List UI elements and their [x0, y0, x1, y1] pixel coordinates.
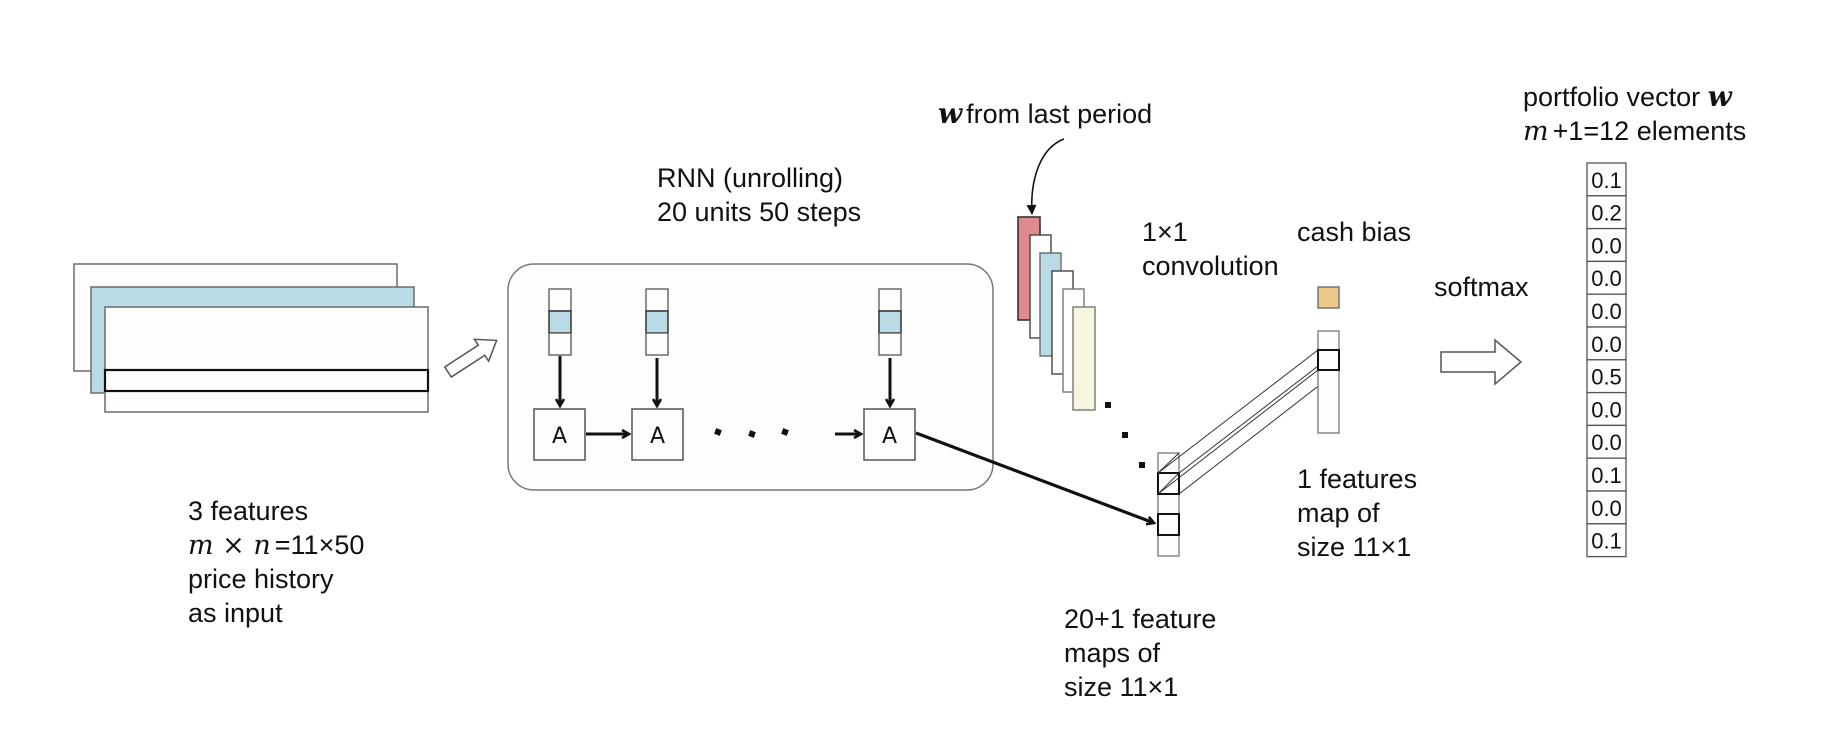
portfolio-weight-value: 0.0: [1591, 430, 1622, 455]
portfolio-weight-value: 0.0: [1591, 233, 1622, 258]
portfolio-weight-value: 0.0: [1591, 299, 1622, 324]
portfolio-weight-cell: 0.0: [1586, 227, 1627, 263]
portfolio-weight-cell: 0.1: [1586, 457, 1627, 492]
portfolio-weight-value: 0.1: [1591, 168, 1622, 193]
last-weights-symbol: w: [938, 97, 963, 130]
input-layer-front: [104, 306, 429, 413]
portfolio-weight-box: [1586, 359, 1627, 394]
rnn-output-arrow: [915, 431, 1154, 523]
rnn-cell-label: A: [650, 424, 665, 449]
portfolio-title-text: portfolio vector: [1523, 82, 1708, 112]
portfolio-weight-value: 0.1: [1591, 463, 1622, 488]
last-weights-caption: w from last period: [938, 97, 1152, 130]
rnn-step-1: A: [533, 288, 586, 461]
portfolio-weight-box: [1586, 326, 1627, 361]
softmax-label: softmax: [1434, 272, 1529, 302]
portfolio-weight-value: 0.0: [1591, 266, 1622, 291]
input-caption-line2: m × n =11×50: [188, 530, 364, 561]
portfolio-weight-cell: 0.0: [1586, 490, 1627, 525]
rnn-input-vector: [548, 288, 572, 356]
feature-map-out-line2: map of: [1297, 498, 1380, 528]
input-shape-symbol: m × n: [188, 530, 271, 561]
last-weights-text: from last period: [966, 99, 1152, 129]
rnn-step-2: A: [631, 288, 684, 461]
rnn-step-last: A: [863, 288, 916, 461]
rnn-title: RNN (unrolling) 20 units 50 steps: [657, 163, 861, 227]
rnn-cell: [631, 408, 684, 461]
feature-maps-in-line2: maps of: [1064, 638, 1161, 668]
input-caption-line3: price history: [188, 564, 334, 594]
feature-map-stack: [1017, 216, 1096, 411]
input-caption-line1: 3 features: [188, 496, 308, 526]
feature-map-out-caption: 1 features map of size 11×1: [1297, 464, 1417, 562]
rnn-cell-label: A: [882, 424, 897, 449]
portfolio-weight-box: [1586, 523, 1627, 558]
conv-source-cell: [1157, 472, 1180, 495]
rnn-title-line1: RNN (unrolling): [657, 163, 843, 193]
portfolio-weight-box: [1586, 227, 1627, 263]
rnn-input-vector: [645, 288, 669, 356]
rnn-input-vector: [878, 288, 902, 356]
portfolio-title: portfolio vector w: [1523, 80, 1733, 113]
portfolio-weight-value: 0.0: [1591, 332, 1622, 357]
feature-map-ellipsis: [1105, 402, 1145, 468]
portfolio-weight-box: [1586, 195, 1627, 230]
portfolio-weight-box: [1586, 162, 1627, 197]
portfolio-vector: 0.1 0.2 0.0 0.0 0.0 0.0 0.5 0.0 0.0 0.1 0.0 0.1: [1586, 162, 1627, 558]
portfolio-weight-value: 0.5: [1591, 365, 1622, 390]
rnn-ellipsis: [714, 428, 789, 438]
output-feature-map-column: [1317, 330, 1340, 434]
portfolio-weight-cell: 0.0: [1586, 326, 1627, 361]
input-caption: 3 features m × n =11×50 price history as…: [188, 496, 364, 628]
portfolio-weight-cell: 0.2: [1586, 195, 1627, 230]
conv-target-cell: [1317, 349, 1340, 371]
portfolio-weight-value: 0.0: [1591, 397, 1622, 422]
portfolio-weight-cell: 0.0: [1586, 424, 1627, 459]
softmax-arrow-icon: [1440, 338, 1523, 386]
feature-map-out-line3: size 11×1: [1297, 532, 1411, 562]
last-weights-arrow: [1026, 138, 1065, 215]
feature-maps-in-line1: 20+1 feature: [1064, 604, 1216, 634]
portfolio-subtitle-symbol: m: [1523, 116, 1549, 147]
portfolio-weight-value: 0.1: [1591, 529, 1622, 554]
portfolio-weight-cell: 0.0: [1586, 391, 1627, 427]
portfolio-weight-cell: 0.1: [1586, 523, 1627, 558]
portfolio-weight-cell: 0.0: [1586, 260, 1627, 295]
feature-map: [1072, 306, 1096, 411]
input-to-rnn-arrow-icon: [443, 338, 498, 379]
portfolio-weight-cell: 0.1: [1586, 162, 1627, 197]
conv-caption-line2: convolution: [1142, 251, 1279, 281]
feature-maps-in-caption: 20+1 feature maps of size 11×1: [1064, 604, 1216, 702]
conv-caption-line1: 1×1: [1142, 217, 1188, 247]
portfolio-weight-box: [1586, 457, 1627, 492]
conv-projection-lines: [1157, 349, 1340, 495]
portfolio-subtitle-text: +1=12 elements: [1553, 116, 1747, 146]
portfolio-weight-value: 0.0: [1591, 496, 1622, 521]
cash-bias-label: cash bias: [1297, 217, 1411, 247]
portfolio-weight-value: 0.2: [1591, 201, 1622, 226]
portfolio-title-symbol: w: [1708, 80, 1733, 113]
input-caption-line4: as input: [188, 598, 283, 628]
feature-maps-column: [1157, 452, 1180, 557]
input-shape-value: =11×50: [275, 530, 365, 560]
rnn-title-line2: 20 units 50 steps: [657, 197, 861, 227]
feature-map-out-line1: 1 features: [1297, 464, 1417, 494]
feature-maps-in-line3: size 11×1: [1064, 672, 1178, 702]
cash-bias-cell: [1317, 286, 1340, 309]
portfolio-weight-cell: 0.0: [1586, 293, 1627, 328]
input-highlight-row: [103, 368, 430, 393]
rnn-cell-label: A: [552, 424, 567, 449]
portfolio-weight-cell: 0.5: [1586, 359, 1627, 394]
conv-caption: 1×1 convolution: [1142, 217, 1279, 281]
rnn-cell: [533, 408, 586, 461]
portfolio-weight-box: [1586, 293, 1627, 328]
input-tensor: [73, 263, 430, 413]
rnn-cell: [863, 408, 916, 461]
rnn-output-cell: [1157, 513, 1180, 536]
portfolio-subtitle: m +1=12 elements: [1523, 116, 1746, 147]
